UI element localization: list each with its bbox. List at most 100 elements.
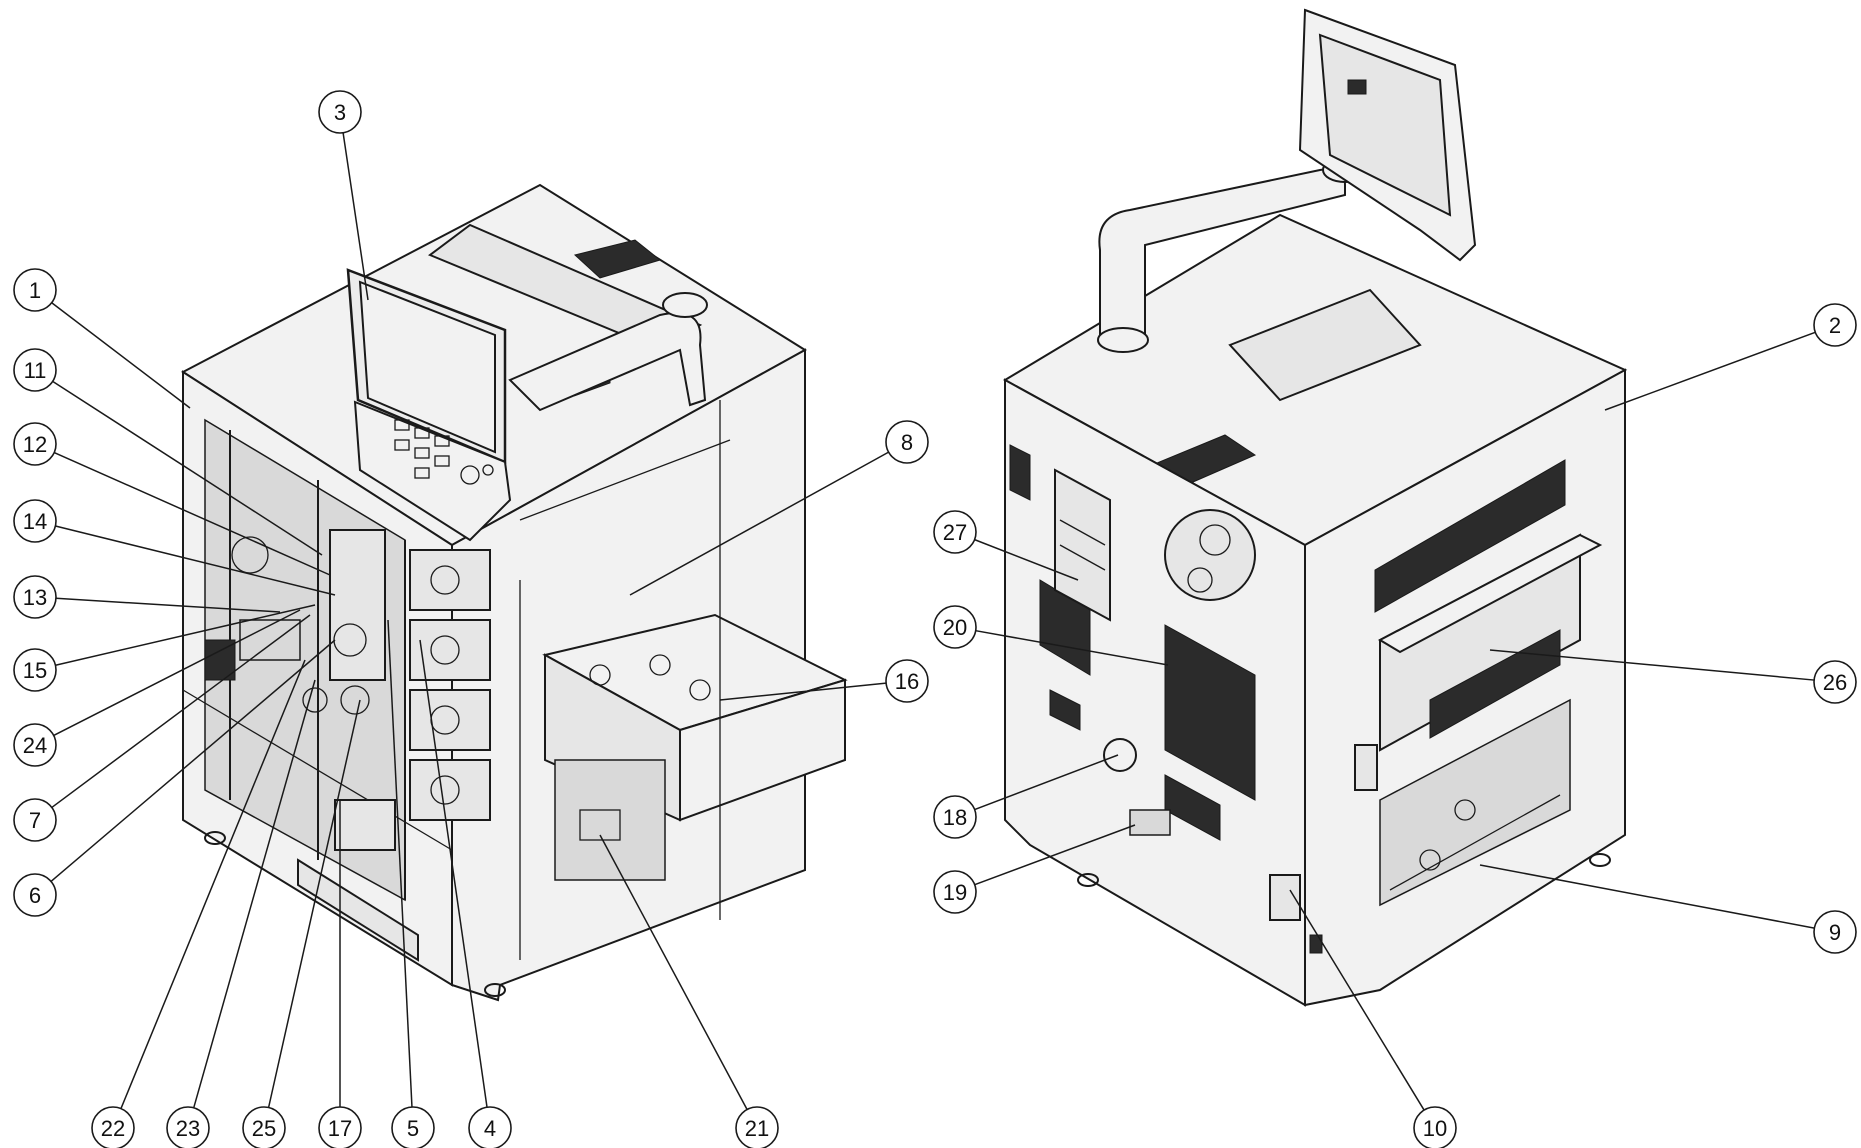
operation-keypad	[353, 400, 512, 542]
callout-label-11: 11	[24, 358, 47, 383]
callout-17: 17	[318, 800, 362, 1148]
callout-label-25: 25	[252, 1116, 276, 1141]
callout-label-16: 16	[895, 669, 919, 694]
leader-line-11	[52, 380, 323, 556]
callout-label-23: 23	[176, 1116, 200, 1141]
callout-19: 19	[933, 824, 1136, 914]
callout-label-8: 8	[901, 430, 913, 455]
callout-circle-14	[13, 499, 57, 543]
toner-cartridges	[409, 549, 491, 821]
callout-label-1: 1	[29, 278, 41, 303]
leader-line-13	[55, 597, 281, 613]
callout-circle-23	[166, 1106, 210, 1148]
leader-line-14	[55, 525, 336, 596]
callout-circle-1	[13, 268, 57, 312]
callout-circle-26	[1813, 660, 1857, 704]
callout-circle-5	[391, 1106, 435, 1148]
callout-20: 20	[933, 605, 1169, 666]
rear-fan-housing	[1164, 509, 1256, 601]
callout-8: 8	[629, 420, 929, 596]
leader-line-15	[55, 604, 316, 666]
callout-label-7: 7	[29, 808, 41, 833]
callout-label-10: 10	[1423, 1116, 1447, 1141]
callout-2: 2	[1604, 303, 1857, 411]
callout-label-19: 19	[943, 880, 967, 905]
callout-label-21: 21	[745, 1116, 769, 1141]
callout-label-5: 5	[407, 1116, 419, 1141]
callout-circle-16	[885, 659, 929, 703]
rear-monitor-arm	[1098, 168, 1346, 341]
leader-line-19	[974, 824, 1136, 886]
leader-line-5	[387, 619, 413, 1108]
tray-lift-area	[554, 759, 666, 881]
rear-view-machine	[1002, 8, 1628, 1007]
leader-line-6	[50, 639, 336, 882]
callout-label-18: 18	[943, 805, 967, 830]
leader-line-27	[974, 538, 1079, 581]
callout-18: 18	[933, 754, 1119, 839]
paper-tray-side	[679, 678, 846, 822]
callout-26: 26	[1489, 649, 1857, 704]
callout-circle-4	[468, 1106, 512, 1148]
callout-circle-3	[318, 90, 362, 134]
callout-circle-13	[13, 575, 57, 619]
callout-label-2: 2	[1829, 313, 1841, 338]
waste-toner-box	[334, 799, 396, 851]
callout-27: 27	[933, 510, 1079, 581]
callout-circle-24	[13, 723, 57, 767]
callout-circle-12	[13, 422, 57, 466]
paper-drawer-handle	[297, 858, 419, 962]
callout-label-12: 12	[23, 432, 47, 457]
keypad-buttons	[394, 419, 494, 485]
callout-label-22: 22	[101, 1116, 125, 1141]
leader-line-7	[51, 614, 311, 809]
callout-16: 16	[719, 659, 929, 703]
leader-line-16	[719, 682, 887, 701]
leader-line-25	[267, 699, 361, 1108]
rear-handle	[1354, 744, 1378, 791]
callout-13: 13	[13, 575, 281, 619]
callout-label-26: 26	[1823, 670, 1847, 695]
callout-label-6: 6	[29, 883, 41, 908]
callout-1: 1	[13, 268, 191, 409]
rear-left-vents	[1009, 444, 1256, 841]
leader-line-26	[1489, 649, 1815, 681]
callout-22: 22	[91, 659, 306, 1148]
leader-line-9	[1479, 864, 1815, 929]
callout-circle-7	[13, 798, 57, 842]
callout-circle-21	[735, 1106, 779, 1148]
callout-7: 7	[13, 614, 311, 842]
leader-line-1	[51, 302, 191, 409]
leader-line-10	[1289, 889, 1425, 1111]
callout-23: 23	[166, 679, 316, 1148]
leader-line-23	[193, 679, 316, 1109]
callout-label-4: 4	[484, 1116, 496, 1141]
callout-label-24: 24	[23, 733, 47, 758]
leader-line-12	[53, 451, 331, 576]
front-top-vent	[573, 239, 662, 279]
leader-line-18	[974, 754, 1119, 811]
leader-line-21	[599, 834, 748, 1110]
front-view-machine	[181, 183, 848, 1002]
rear-connector-box	[1269, 874, 1301, 921]
callout-3: 3	[318, 90, 369, 301]
callout-circle-9	[1813, 910, 1857, 954]
callout-circle-15	[13, 648, 57, 692]
callout-9: 9	[1479, 864, 1857, 954]
callout-24: 24	[13, 609, 301, 767]
drum-unit	[329, 529, 386, 681]
callout-label-3: 3	[334, 100, 346, 125]
rear-lower-frame	[1379, 698, 1571, 907]
callout-circle-17	[318, 1106, 362, 1148]
callout-circle-8	[885, 420, 929, 464]
callout-5: 5	[387, 619, 435, 1148]
callout-4: 4	[419, 639, 512, 1148]
callout-circle-20	[933, 605, 977, 649]
callout-10: 10	[1289, 889, 1457, 1148]
callout-label-27: 27	[943, 520, 967, 545]
leader-line-4	[419, 639, 488, 1108]
callout-15: 15	[13, 604, 316, 692]
callout-label-13: 13	[23, 585, 47, 610]
